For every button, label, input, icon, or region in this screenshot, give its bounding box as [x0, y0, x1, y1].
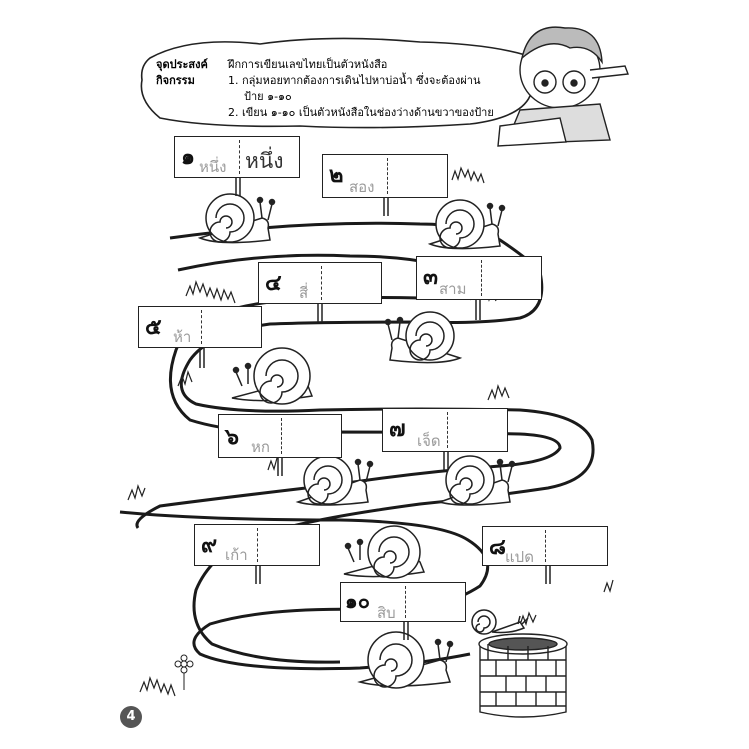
boy-character	[497, 26, 629, 147]
sign-numeral: ๙	[201, 533, 218, 558]
activity-line-3: 2. เขียน ๑-๑๐ เป็นตัวหนังสือในช่องว่างด้…	[228, 106, 494, 119]
sign-2: ๒ สอง	[322, 154, 448, 198]
sign-word: ห้า	[173, 328, 192, 346]
activity-line-1: 1. กลุ่มหอยทากต้องการเดินไปหาบ่อน้ำ ซึ่ง…	[228, 74, 481, 87]
sign-numeral: ๕	[145, 315, 162, 340]
snail-on-well	[471, 609, 529, 635]
sign-8: ๘ แปด	[482, 526, 608, 566]
snail-1	[197, 193, 276, 244]
sign-posts	[199, 178, 551, 640]
sign-numeral: ๔	[265, 271, 282, 296]
sign-word: สอง	[349, 178, 375, 196]
header: จุดประสงค์ ฝึกการเขียนเลขไทยเป็นตัวหนังส…	[146, 50, 518, 124]
header-cloud	[140, 37, 547, 129]
sign-6: ๖ หก	[218, 414, 342, 458]
snail-2	[427, 199, 506, 250]
sign-word: เก้า	[225, 546, 248, 564]
sign-4: ๔ สี่	[258, 262, 382, 304]
activity-label: กิจกรรม	[156, 74, 195, 87]
brick-well	[478, 633, 568, 718]
flower	[174, 654, 194, 690]
sign-1: ๑ หนึ่ง หนึ่ง	[174, 136, 300, 178]
sign-word: หนึ่ง	[199, 158, 227, 176]
activity-line-2: ป้าย ๑-๑๐	[244, 90, 292, 103]
sign-numeral: ๓	[423, 265, 439, 290]
snail-5	[295, 455, 374, 506]
snail-3	[384, 311, 463, 364]
sign-word: สาม	[439, 280, 467, 298]
snail-8	[357, 631, 454, 689]
sign-10: ๑๐ สิบ	[340, 582, 466, 622]
objective-text: ฝึกการเขียนเลขไทยเป็นตัวหนังสือ	[228, 58, 388, 71]
sign-numeral: ๗	[389, 417, 406, 442]
sign-7: ๗ เจ็ด	[382, 408, 508, 452]
sign-numeral: ๖	[225, 425, 239, 450]
sign-numeral: ๘	[489, 535, 506, 560]
sign-word: หก	[251, 438, 270, 456]
sign-numeral: ๑๐	[345, 589, 370, 613]
sign-5: ๕ ห้า	[138, 306, 262, 348]
sign-word: สี่	[299, 284, 309, 302]
snail-4	[231, 347, 314, 405]
sign-numeral: ๑	[181, 145, 195, 170]
sign-numeral: ๒	[329, 163, 344, 188]
sign-word: เจ็ด	[417, 432, 441, 450]
objective-label: จุดประสงค์	[156, 58, 208, 71]
snail-6	[437, 455, 516, 506]
sign-9: ๙ เก้า	[194, 524, 320, 566]
snails	[197, 193, 529, 689]
snail-7	[343, 525, 426, 579]
page-number: 4	[120, 706, 142, 728]
answer-field[interactable]: หนึ่ง	[245, 149, 284, 173]
sign-word: แปด	[505, 548, 534, 566]
sign-3: ๓ สาม	[416, 256, 542, 300]
sign-word: สิบ	[377, 604, 396, 622]
